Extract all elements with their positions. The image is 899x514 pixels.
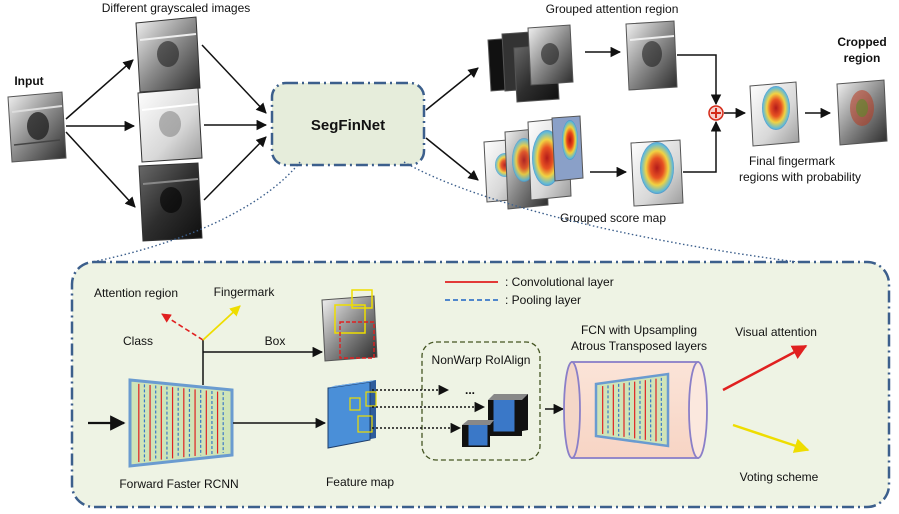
final-regions-label-2: regions with probability xyxy=(739,170,861,184)
grouped-score-label: Grouped score map xyxy=(560,211,666,225)
arrow-input-to-img1 xyxy=(65,59,134,120)
visual-attention-arrow xyxy=(722,344,808,392)
grayscale-image-1 xyxy=(135,16,201,93)
input-image xyxy=(7,91,67,163)
final-regions-label-1: Final fingermark xyxy=(749,154,836,168)
arrow-img1-to-segfinnet xyxy=(201,44,267,114)
different-images-label: Different grayscaled images xyxy=(102,1,251,15)
fingermark-label: Fingermark xyxy=(214,285,276,299)
grayscale-image-3 xyxy=(138,162,203,242)
segfinnet-label: SegFinNet xyxy=(311,117,385,134)
final-fingermark-image xyxy=(749,81,800,147)
faster-rcnn-block xyxy=(128,378,234,468)
input-label: Input xyxy=(14,74,43,88)
merged-attention-image xyxy=(625,20,678,91)
nonwarp-label: NonWarp RoIAlign xyxy=(432,353,531,367)
fcn-cylinder xyxy=(563,361,708,459)
arrow-segfinnet-to-score xyxy=(425,137,479,181)
arrow-merged-attention-to-combine xyxy=(677,54,722,106)
nonwarp-roialign-box xyxy=(421,341,541,461)
grayscale-image-2 xyxy=(137,87,203,163)
class-label: Class xyxy=(123,334,153,348)
combine-node-icon xyxy=(708,105,724,121)
class-arrow-attention xyxy=(161,313,204,341)
segfinnet-box xyxy=(270,81,426,167)
fcn-label-2: Atrous Transposed layers xyxy=(571,339,707,353)
roi-cube-large xyxy=(488,394,528,436)
legend-pool-label: : Pooling layer xyxy=(505,293,581,307)
cropped-region-image xyxy=(836,79,888,146)
grouped-score-stack xyxy=(483,115,584,210)
arrow-img3-to-segfinnet xyxy=(203,136,267,201)
roi-dots: ... xyxy=(465,383,475,397)
forward-frcnn-label: Forward Faster RCNN xyxy=(119,477,238,491)
feature-map-block xyxy=(327,380,377,449)
fcn-label-1: FCN with Upsampling xyxy=(581,323,697,337)
voting-scheme-arrow xyxy=(732,423,810,453)
cropped-label-2: region xyxy=(844,51,881,65)
box-label: Box xyxy=(265,334,286,348)
feature-map-label: Feature map xyxy=(326,475,394,489)
box-detection-image xyxy=(321,289,378,362)
arrow-merged-score-to-combine xyxy=(683,120,722,173)
merged-score-image xyxy=(630,139,684,207)
roi-cube-small xyxy=(462,420,494,447)
grouped-attention-label: Grouped attention region xyxy=(546,2,679,16)
voting-scheme-label: Voting scheme xyxy=(740,470,819,484)
arrow-segfinnet-to-attention xyxy=(425,67,479,111)
attention-region-label: Attention region xyxy=(94,286,178,300)
zoom-line-right xyxy=(403,161,821,266)
class-arrow-fingermark xyxy=(202,305,241,341)
visual-attention-label: Visual attention xyxy=(735,325,817,339)
grouped-attention-stack xyxy=(487,24,574,103)
legend-conv-label: : Convolutional layer xyxy=(505,275,614,289)
cropped-label-1: Cropped xyxy=(837,35,886,49)
arrow-input-to-img3 xyxy=(65,131,136,208)
